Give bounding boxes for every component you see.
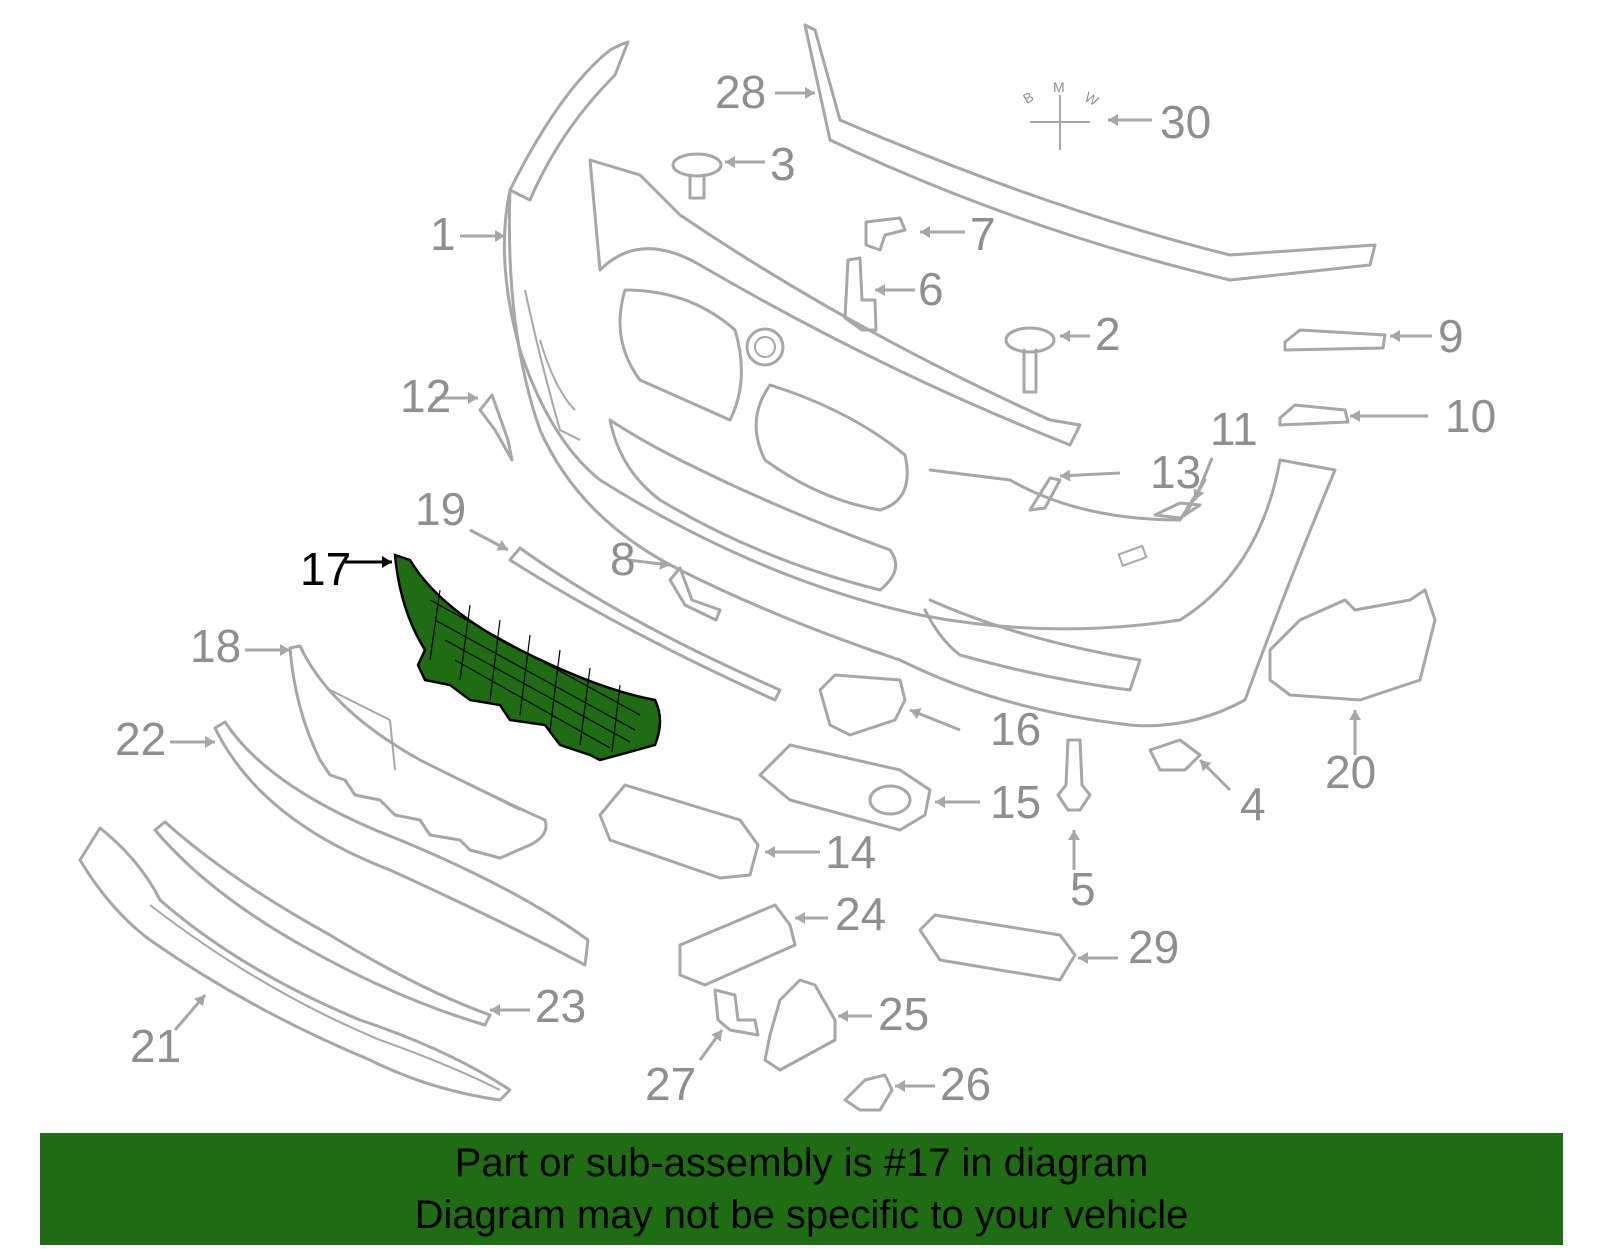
callout-label-2: 2 <box>1095 308 1121 360</box>
part-15-fog-grille <box>758 743 932 832</box>
parts-diagram: B M W <box>78 23 1496 1112</box>
leader-arrowhead-19 <box>496 540 508 551</box>
callout-label-19: 19 <box>415 483 466 535</box>
part-21-absorber <box>78 826 512 1102</box>
callout-label-13: 13 <box>1150 446 1201 498</box>
part-5-pin <box>1056 738 1092 812</box>
callout-label-16: 16 <box>990 703 1041 755</box>
leader-arrowhead-16 <box>910 708 922 720</box>
callout-label-20: 20 <box>1325 746 1376 798</box>
part-16-bracket <box>818 673 907 737</box>
leader-arrowhead-30 <box>1108 114 1118 126</box>
leader-arrowhead-28 <box>805 87 815 99</box>
part-26-cap <box>843 1073 894 1112</box>
part-25-bracket <box>763 978 837 1072</box>
callout-label-18: 18 <box>190 620 241 672</box>
leader-arrowhead-26 <box>895 1080 905 1092</box>
part-29-grille <box>918 913 1077 982</box>
leader-arrowhead-13 <box>1060 469 1071 482</box>
callout-label-11: 11 <box>1210 403 1258 455</box>
callout-label-8: 8 <box>610 533 636 585</box>
leader-arrowhead-24 <box>795 912 805 924</box>
banner-line-2: Diagram may not be specific to your vehi… <box>414 1193 1189 1237</box>
part-30-emblem: B M W <box>1020 79 1102 150</box>
leader-arrowhead-17 <box>382 556 392 568</box>
callout-label-10: 10 <box>1445 390 1496 442</box>
part-22-strip <box>213 720 590 967</box>
callout-label-22: 22 <box>115 713 166 765</box>
part-6-bracket <box>843 256 878 332</box>
part-4-bracket <box>1148 738 1202 772</box>
callout-label-25: 25 <box>878 988 929 1040</box>
callout-label-28: 28 <box>715 66 766 118</box>
emblem-letter-w: W <box>1082 88 1102 109</box>
leader-arrowhead-10 <box>1350 410 1360 422</box>
part-19-strip <box>508 546 782 702</box>
leader-arrowhead-8 <box>659 557 670 570</box>
leader-arrowhead-21 <box>193 995 205 1007</box>
callout-label-14: 14 <box>825 826 876 878</box>
part-11-cap <box>1153 501 1202 520</box>
part-23-strip <box>153 820 492 1027</box>
callout-label-4: 4 <box>1240 778 1266 830</box>
callout-label-21: 21 <box>130 1020 181 1072</box>
part-2-screw <box>1004 326 1056 394</box>
callout-label-9: 9 <box>1438 310 1464 362</box>
callout-label-27: 27 <box>645 1058 696 1110</box>
callout-label-3: 3 <box>770 138 796 190</box>
leader-arrowhead-22 <box>205 736 215 748</box>
part-18-grille <box>288 644 548 860</box>
part-27-bracket <box>713 988 760 1037</box>
part-12-cover <box>478 393 514 462</box>
leader-arrowhead-27 <box>711 1030 722 1042</box>
part-24-bracket <box>678 903 797 987</box>
part-13-bracket <box>1028 476 1062 512</box>
leader-arrowhead-4 <box>1200 760 1212 772</box>
leader-arrowhead-14 <box>765 846 775 858</box>
part-3-clip <box>671 152 723 200</box>
part-14-grille <box>598 783 760 880</box>
callout-label-15: 15 <box>990 776 1041 828</box>
leader-arrowhead-15 <box>935 796 945 808</box>
emblem-letter-m: M <box>1053 79 1065 95</box>
leader-arrowhead-25 <box>838 1010 848 1022</box>
leader-arrowhead-18 <box>280 644 290 656</box>
leader-arrowhead-5 <box>1068 830 1080 840</box>
callout-label-26: 26 <box>940 1058 991 1110</box>
leader-arrowhead-12 <box>468 392 478 404</box>
leader-arrowhead-6 <box>875 284 885 296</box>
leader-arrowhead-2 <box>1060 330 1070 342</box>
banner-line-1: Part or sub-assembly is #17 in diagram <box>454 1141 1149 1185</box>
part-9-trim <box>1283 328 1387 352</box>
callout-label-17: 17 <box>300 543 351 595</box>
callout-label-5: 5 <box>1070 863 1096 915</box>
callouts: 1234567891011121314151617181920212223242… <box>115 66 1496 1110</box>
callout-label-1: 1 <box>430 208 456 260</box>
part-10-trim <box>1278 403 1350 427</box>
part-8-bracket <box>668 566 722 622</box>
leader-arrowhead-3 <box>725 156 735 168</box>
callout-label-6: 6 <box>918 263 944 315</box>
leader-arrowhead-29 <box>1078 952 1088 964</box>
callout-label-12: 12 <box>400 370 451 422</box>
callout-label-30: 30 <box>1160 96 1211 148</box>
part-1-bumper-cover <box>502 40 1337 728</box>
part-17-grille-highlighted <box>393 553 662 762</box>
part-20-bracket <box>1268 588 1437 702</box>
leader-arrowhead-11 <box>1193 488 1205 500</box>
leader-arrowhead-23 <box>490 1004 500 1016</box>
callout-label-7: 7 <box>970 208 996 260</box>
callout-label-23: 23 <box>535 980 586 1032</box>
leader-arrowhead-7 <box>920 226 930 238</box>
leader-arrowhead-1 <box>495 230 505 242</box>
part-28-trim-strip <box>803 23 1377 282</box>
part-7-bracket <box>864 216 907 252</box>
leader-arrowhead-9 <box>1390 330 1400 342</box>
emblem-letter-b: B <box>1020 88 1036 107</box>
leader-line-13 <box>1059 471 1121 478</box>
callout-label-29: 29 <box>1128 921 1179 973</box>
info-banner: Part or sub-assembly is #17 in diagram D… <box>40 1133 1563 1245</box>
leader-arrowhead-20 <box>1349 710 1361 720</box>
callout-label-24: 24 <box>835 888 886 940</box>
